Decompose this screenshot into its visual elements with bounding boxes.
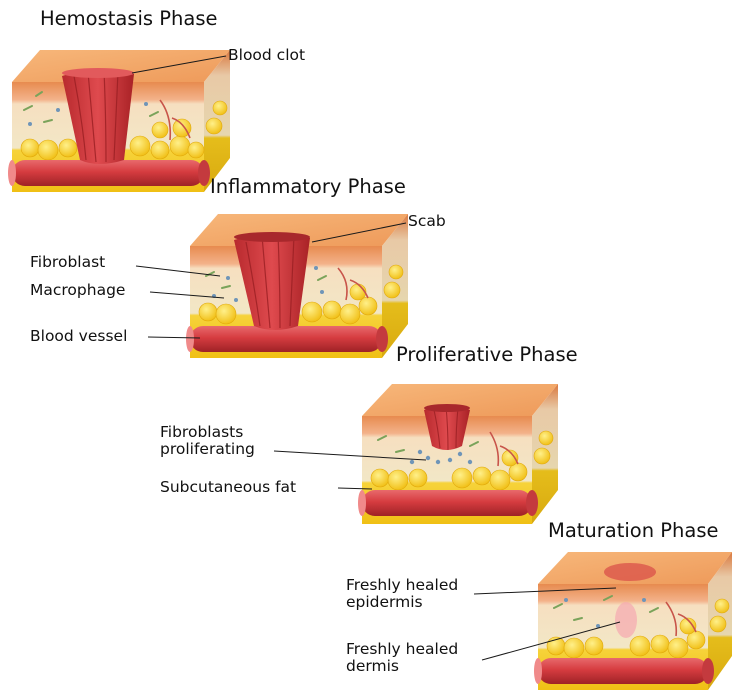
inflammatory-skin-block: [186, 214, 408, 358]
hemostasis-skin-block: [8, 50, 230, 192]
freshly-healed-epidermis-label: Freshly healed epidermis: [346, 577, 458, 612]
macrophage-label: Macrophage: [30, 282, 125, 299]
scab-label: Scab: [408, 213, 446, 230]
hemostasis-phase-title: Hemostasis Phase: [40, 8, 218, 30]
fibroblast-label: Fibroblast: [30, 254, 105, 271]
freshly-healed-dermis-label: Freshly healed dermis: [346, 641, 458, 676]
maturation-skin-block: [534, 552, 732, 690]
blood-vessel-label: Blood vessel: [30, 328, 127, 345]
proliferative-phase-title: Proliferative Phase: [396, 344, 578, 366]
fibroblasts-proliferating-label: Fibroblasts proliferating: [160, 424, 255, 459]
proliferative-skin-block: [358, 384, 558, 524]
maturation-phase-title: Maturation Phase: [548, 520, 719, 542]
inflammatory-phase-title: Inflammatory Phase: [210, 176, 406, 198]
subcutaneous-fat-label: Subcutaneous fat: [160, 479, 296, 496]
blood-clot-label: Blood clot: [228, 47, 305, 64]
